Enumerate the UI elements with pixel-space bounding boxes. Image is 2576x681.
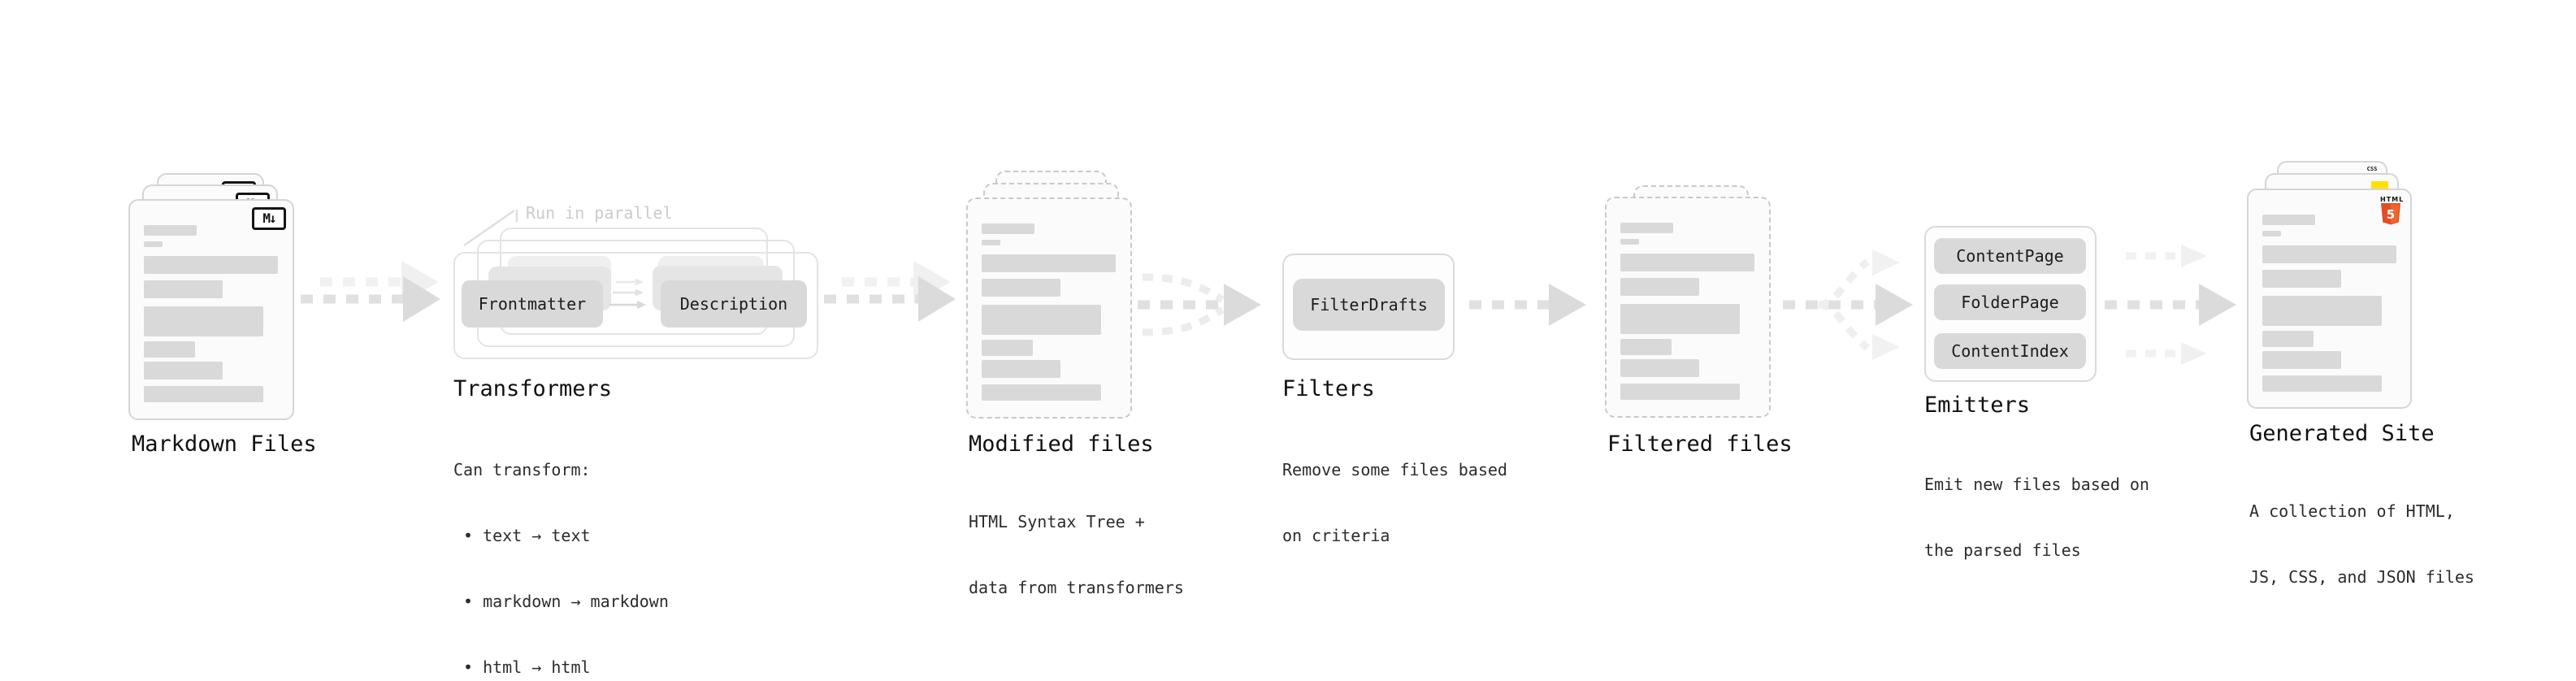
text-bar bbox=[1620, 254, 1754, 271]
text-bar bbox=[144, 341, 195, 358]
subtitle-line: Remove some files based bbox=[1282, 460, 1507, 479]
content-page-pill: ContentPage bbox=[1934, 238, 2086, 274]
stage-title-filters: Filters bbox=[1282, 376, 1375, 401]
text-bar bbox=[982, 223, 1034, 234]
filter-drafts-pill: FilterDrafts bbox=[1293, 279, 1445, 331]
annotation-leader-line bbox=[463, 209, 518, 247]
text-bar bbox=[2262, 245, 2396, 263]
arrow-modified-to-filters-merge bbox=[1138, 273, 1261, 336]
stage-title-filtered-files: Filtered files bbox=[1607, 432, 1793, 457]
emitters-subtitle: Emit new files based on the parsed files bbox=[1924, 430, 2149, 605]
transformers-subtitle: Can transform: • text → text • markdown … bbox=[453, 415, 669, 681]
text-bar bbox=[982, 305, 1101, 335]
modified-files-subtitle: HTML Syntax Tree + data from transformer… bbox=[969, 467, 1184, 643]
text-bar bbox=[144, 256, 278, 274]
stage-title-markdown-files: Markdown Files bbox=[132, 432, 317, 457]
folder-page-pill: FolderPage bbox=[1934, 284, 2086, 320]
filtered-file-card-front bbox=[1605, 197, 1771, 418]
subtitle-line: on criteria bbox=[1282, 526, 1390, 545]
subtitle-line: the parsed files bbox=[1924, 540, 2081, 560]
html5-shield-icon: 5 bbox=[2381, 203, 2400, 225]
bullet-line: • text → text bbox=[463, 526, 591, 545]
text-bar bbox=[144, 386, 263, 402]
text-bar bbox=[2262, 231, 2281, 236]
description-pill: Description bbox=[661, 280, 807, 327]
text-bar bbox=[982, 240, 1000, 245]
javascript-file-icon bbox=[2371, 181, 2388, 190]
arrow-markdown-to-transformers bbox=[301, 261, 440, 322]
html5-icon-label: HTML bbox=[2380, 196, 2405, 203]
text-bar bbox=[982, 384, 1101, 401]
text-bar bbox=[982, 360, 1060, 378]
text-bar bbox=[1620, 223, 1673, 233]
subtitle-line: A collection of HTML, bbox=[2249, 501, 2455, 521]
arrow-transformers-to-modified bbox=[824, 261, 956, 322]
subtitle-line: Emit new files based on bbox=[1924, 475, 2149, 494]
text-bar bbox=[144, 362, 223, 380]
frontmatter-pill: Frontmatter bbox=[462, 280, 603, 327]
text-bar bbox=[1620, 384, 1740, 400]
subtitle-line: Can transform: bbox=[453, 460, 591, 479]
text-bar bbox=[2262, 270, 2341, 288]
text-bar bbox=[1620, 339, 1672, 355]
text-bar bbox=[144, 225, 197, 236]
arrow-emitters-to-site-triple bbox=[2105, 245, 2236, 365]
text-bar bbox=[2262, 351, 2341, 369]
filters-subtitle: Remove some files based on criteria bbox=[1282, 415, 1507, 591]
site-file-card-html: HTML 5 bbox=[2247, 189, 2412, 409]
stage-title-generated-site: Generated Site bbox=[2249, 421, 2435, 446]
text-bar bbox=[982, 340, 1033, 356]
modified-file-card-front bbox=[966, 197, 1132, 419]
subtitle-line: JS, CSS, and JSON files bbox=[2249, 567, 2474, 587]
text-bar bbox=[2262, 331, 2314, 347]
svg-text:5: 5 bbox=[2387, 207, 2395, 222]
arrow-filters-to-filtered bbox=[1469, 284, 1586, 326]
stage-title-transformers: Transformers bbox=[453, 376, 613, 401]
markdown-icon: M↓ bbox=[252, 207, 286, 230]
css-icon-label: CSS bbox=[2366, 166, 2378, 172]
subtitle-line: HTML Syntax Tree + bbox=[969, 512, 1145, 531]
text-bar bbox=[982, 254, 1116, 272]
text-bar bbox=[2262, 296, 2382, 326]
stage-title-modified-files: Modified files bbox=[969, 432, 1154, 457]
generated-site-subtitle: A collection of HTML, JS, CSS, and JSON … bbox=[2249, 457, 2474, 632]
text-bar bbox=[144, 280, 223, 298]
markdown-file-card-front: M↓ bbox=[128, 199, 294, 420]
text-bar bbox=[2262, 375, 2382, 392]
stage-title-emitters: Emitters bbox=[1924, 393, 2031, 418]
text-bar bbox=[1620, 278, 1699, 296]
parallel-transform-arrows bbox=[609, 278, 646, 309]
html5-file-icon: HTML 5 bbox=[2380, 196, 2405, 225]
bullet-line: • markdown → markdown bbox=[463, 592, 669, 611]
text-bar bbox=[1620, 359, 1699, 377]
text-bar bbox=[1620, 239, 1639, 245]
text-bar bbox=[982, 279, 1060, 297]
subtitle-line: data from transformers bbox=[969, 578, 1184, 597]
text-bar bbox=[1620, 304, 1740, 334]
content-index-pill: ContentIndex bbox=[1934, 333, 2086, 369]
bullet-line: • html → html bbox=[463, 657, 591, 677]
arrow-filtered-to-emitters-diverge bbox=[1783, 249, 1913, 360]
text-bar bbox=[144, 306, 263, 336]
transformer-container-front bbox=[453, 252, 818, 359]
run-in-parallel-annotation: Run in parallel bbox=[526, 203, 673, 223]
text-bar bbox=[2262, 215, 2315, 225]
text-bar bbox=[144, 241, 163, 247]
